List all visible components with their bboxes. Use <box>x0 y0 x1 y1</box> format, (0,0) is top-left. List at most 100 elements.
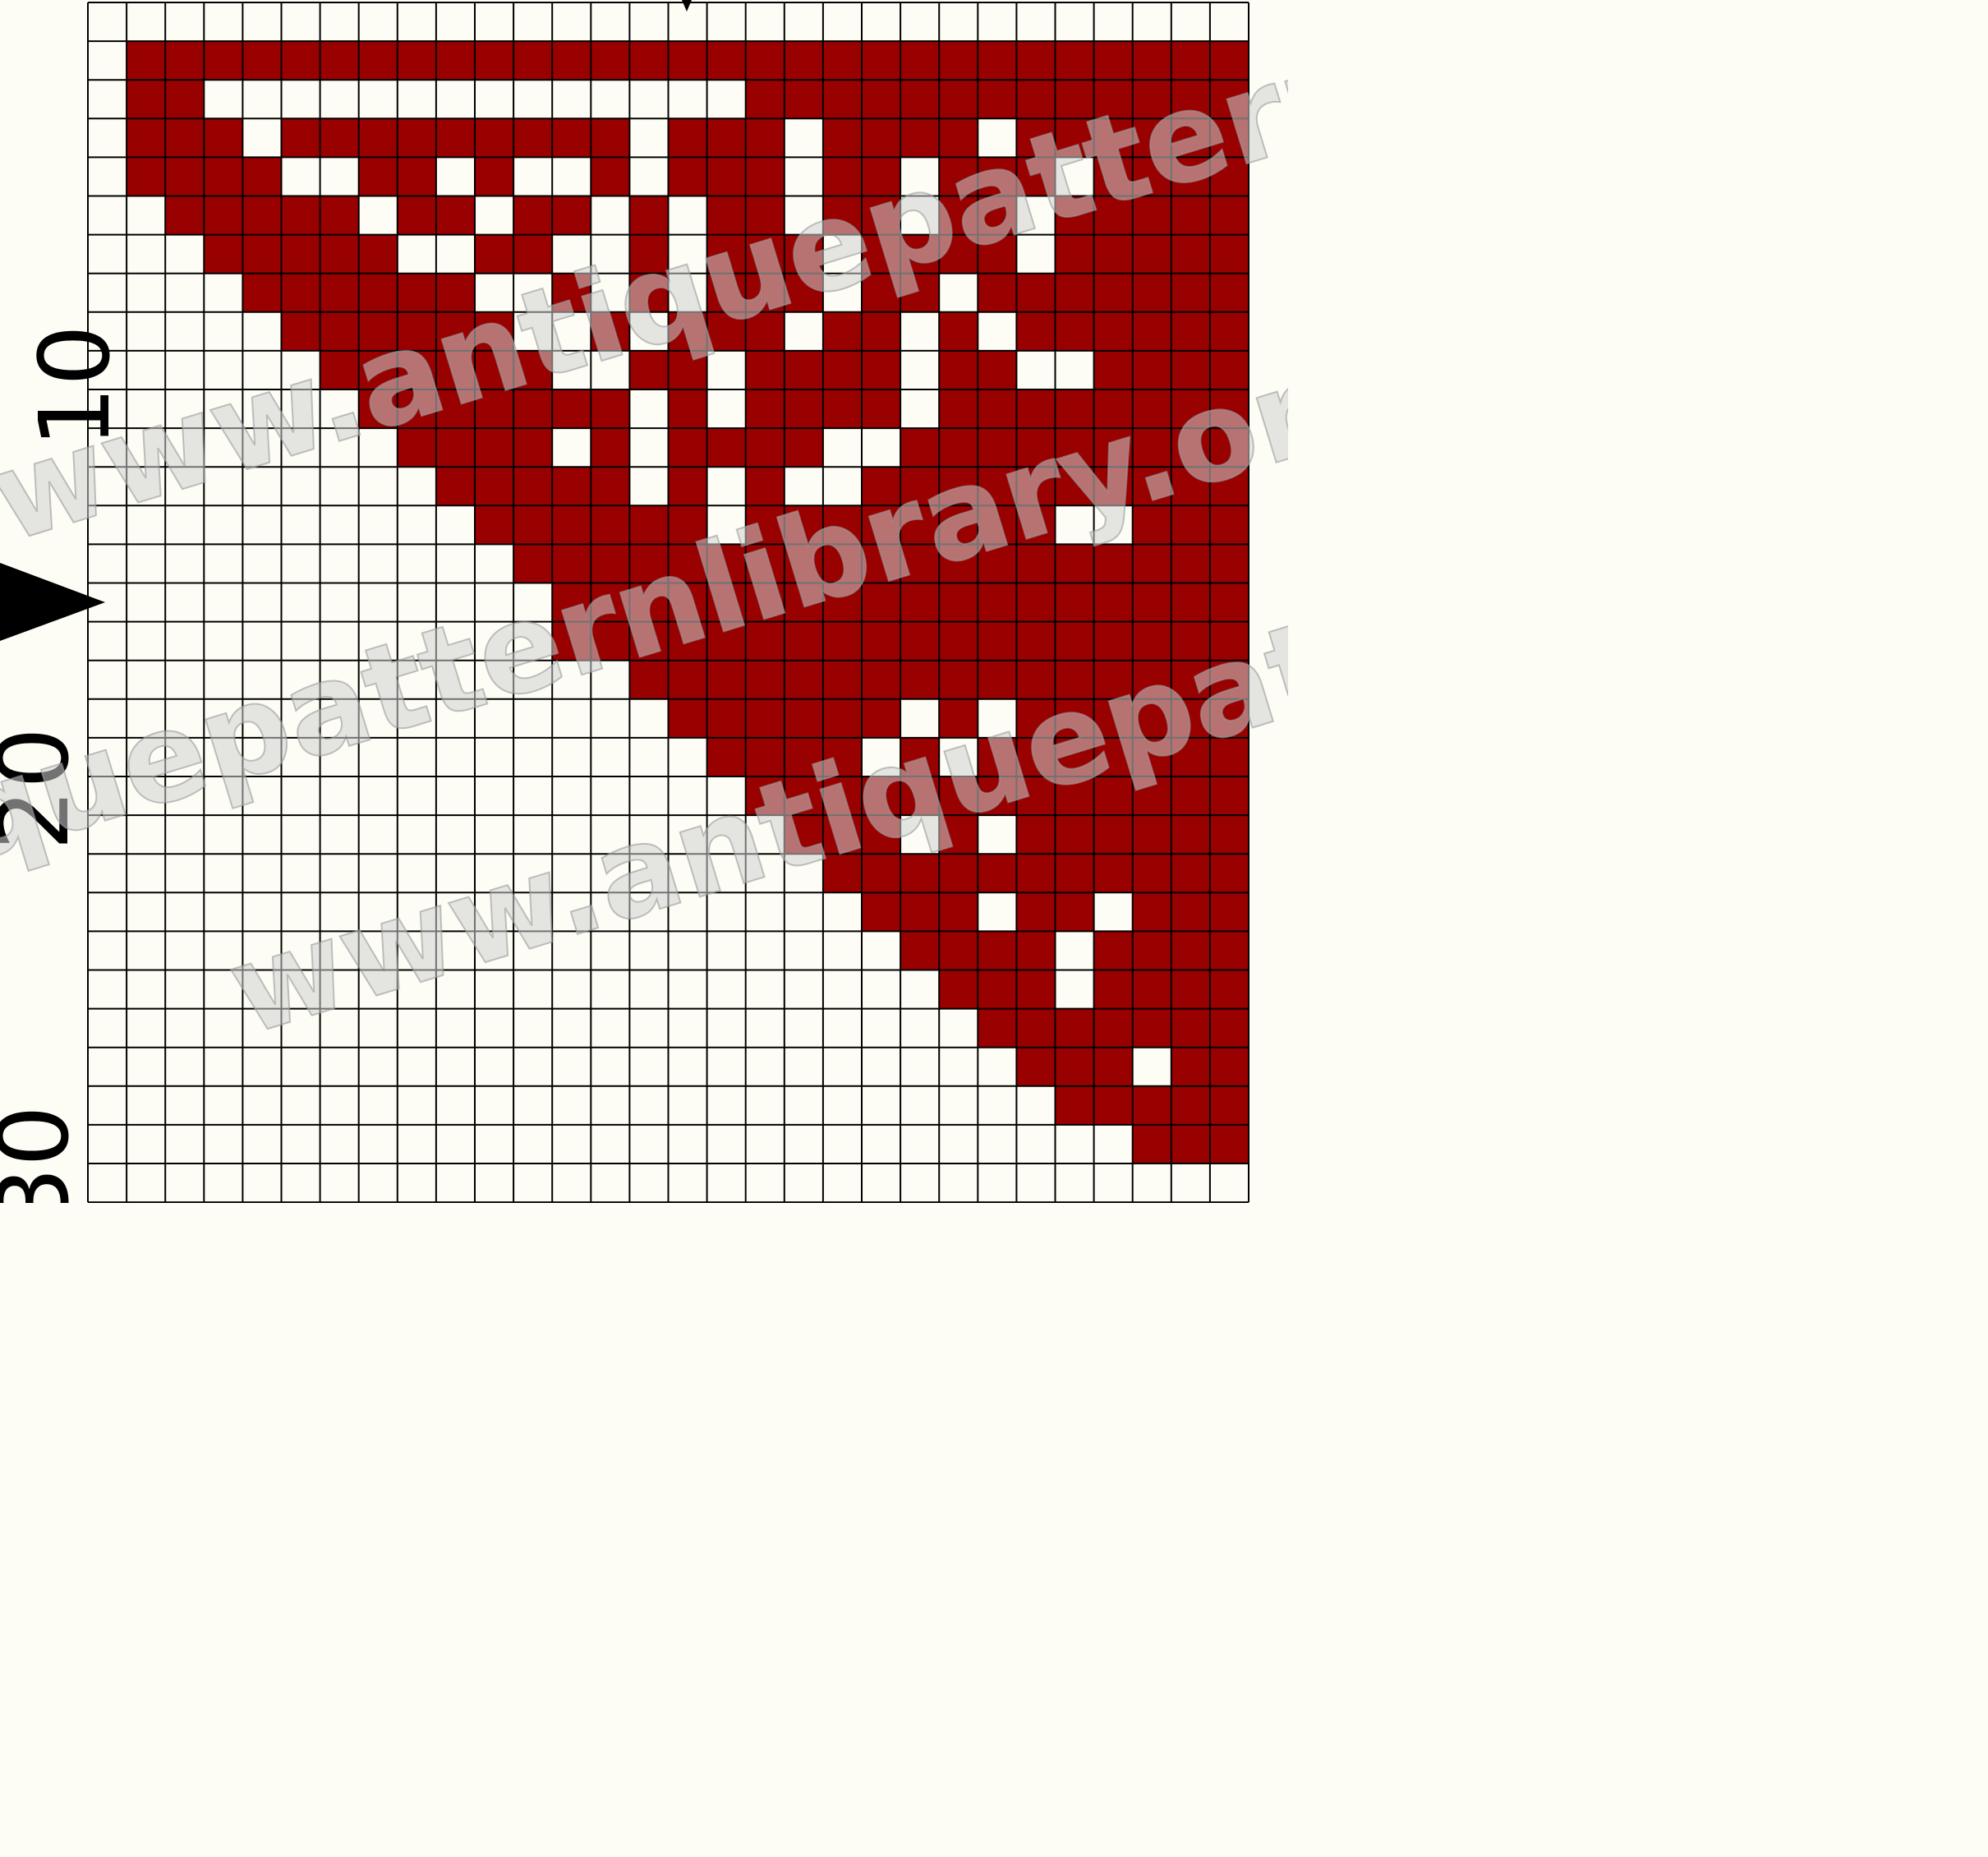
stitch-cell <box>1094 1048 1133 1086</box>
stitch-cell <box>436 467 475 505</box>
stitch-cell <box>282 41 320 80</box>
stitch-cell <box>978 274 1016 312</box>
stitch-cell <box>1016 1048 1055 1086</box>
stitch-cell <box>978 583 1016 622</box>
stitch-cell <box>1171 931 1210 970</box>
stitch-cell <box>978 389 1016 428</box>
stitch-cell <box>900 892 939 931</box>
stitch-cell <box>1094 815 1133 854</box>
stitch-cell <box>436 196 475 235</box>
stitch-cell <box>282 235 320 274</box>
stitch-cell <box>707 118 746 157</box>
stitch-cell <box>1056 274 1094 312</box>
stitch-cell <box>320 235 359 274</box>
stitch-cell <box>1210 931 1249 970</box>
stitch-cell <box>1016 312 1055 351</box>
stitch-cell <box>1016 931 1055 970</box>
stitch-cell <box>1133 274 1171 312</box>
stitch-cell <box>1171 1086 1210 1125</box>
stitch-cell <box>1133 1009 1171 1048</box>
stitch-cell <box>1094 41 1133 80</box>
stitch-cell <box>1094 1009 1133 1048</box>
stitch-cell <box>1094 235 1133 274</box>
stitch-cell <box>127 118 165 157</box>
stitch-cell <box>398 196 436 235</box>
stitch-cell <box>398 157 436 196</box>
stitch-cell <box>978 41 1016 80</box>
stitch-cell <box>1210 854 1249 892</box>
stitch-cell <box>591 505 629 544</box>
stitch-cell <box>978 622 1016 661</box>
stitch-cell <box>552 467 591 505</box>
stitch-cell <box>978 931 1016 970</box>
stitch-cell <box>900 80 939 118</box>
stitch-cell <box>939 389 978 428</box>
stitch-cell <box>1094 1086 1133 1125</box>
stitch-cell <box>1016 274 1055 312</box>
stitch-cell <box>1056 854 1094 892</box>
row-number-30: 30 <box>0 1105 90 1203</box>
stitch-cell <box>707 661 746 699</box>
stitch-cell <box>320 118 359 157</box>
stitch-cell <box>1056 815 1094 854</box>
stitch-cell <box>746 428 785 467</box>
stitch-cell <box>746 118 785 157</box>
stitch-cell <box>939 622 978 661</box>
stitch-cell <box>165 118 204 157</box>
stitch-cell <box>1094 970 1133 1009</box>
stitch-cell <box>204 41 242 80</box>
stitch-cell <box>1094 544 1133 583</box>
stitch-cell <box>591 41 629 80</box>
chart-canvas: 10 20 30 www.antiquepatternlibrary quepa… <box>0 0 1288 1203</box>
stitch-cell <box>900 661 939 699</box>
stitch-cell <box>1171 854 1210 892</box>
stitch-cell <box>862 892 900 931</box>
stitch-cell <box>320 41 359 80</box>
stitch-cell <box>1133 235 1171 274</box>
stitch-cell <box>978 970 1016 1009</box>
stitch-cell <box>1171 892 1210 931</box>
stitch-cell <box>1094 854 1133 892</box>
stitch-cell <box>669 157 707 196</box>
stitch-cell <box>513 428 552 467</box>
stitch-cell <box>1133 931 1171 970</box>
stitch-cell <box>669 118 707 157</box>
stitch-cell <box>282 196 320 235</box>
stitch-cell <box>669 41 707 80</box>
stitch-cell <box>242 274 281 312</box>
stitch-cell <box>785 80 823 118</box>
stitch-cell <box>1210 312 1249 351</box>
stitch-cell <box>746 699 785 738</box>
stitch-cell <box>1056 1086 1094 1125</box>
stitch-cell <box>475 118 513 157</box>
stitch-cell <box>1133 1125 1171 1164</box>
stitch-cell <box>669 428 707 467</box>
stitch-cell <box>1056 1048 1094 1086</box>
stitch-cell <box>1016 622 1055 661</box>
stitch-cell <box>1210 1009 1249 1048</box>
stitch-cell <box>746 41 785 80</box>
stitch-cell <box>282 118 320 157</box>
stitch-cell <box>900 622 939 661</box>
stitch-cell <box>939 854 978 892</box>
stitch-cell <box>475 428 513 467</box>
stitch-cell <box>1210 776 1249 815</box>
stitch-cell <box>862 80 900 118</box>
stitch-cell <box>242 235 281 274</box>
stitch-cell <box>398 118 436 157</box>
stitch-cell <box>1171 970 1210 1009</box>
stitch-cell <box>1016 1009 1055 1048</box>
stitch-cell <box>746 389 785 428</box>
stitch-cell <box>823 351 862 389</box>
stitch-cell <box>1133 892 1171 931</box>
stitch-cell <box>165 41 204 80</box>
stitch-cell <box>1133 544 1171 583</box>
stitch-cell <box>1210 1048 1249 1086</box>
stitch-cell <box>1210 544 1249 583</box>
stitch-cell <box>1171 815 1210 854</box>
stitch-cell <box>629 41 668 80</box>
stitch-cell <box>591 389 629 428</box>
stitch-cell <box>1171 274 1210 312</box>
stitch-cell <box>1056 583 1094 622</box>
stitch-cell <box>398 41 436 80</box>
